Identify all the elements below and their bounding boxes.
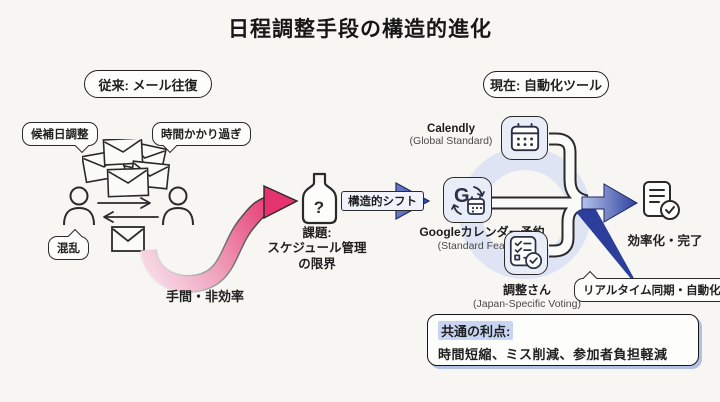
problem-line3: の限界: [298, 256, 336, 271]
tool-calendly-name: Calendly: [427, 123, 475, 135]
tool-chousei-sub: (Japan-Specific Voting): [473, 298, 581, 310]
flask-icon: ?: [301, 172, 338, 225]
realtime-pointer: [576, 206, 641, 291]
legacy-header-pill: 従来: メール往復: [84, 70, 212, 98]
tool-calendly-label: Calendly (Global Standard): [405, 123, 497, 147]
benefits-heading: 共通の利点:: [438, 321, 514, 340]
calendar-icon: [510, 122, 539, 152]
tool-chousei-label: 調整さん (Japan-Specific Voting): [472, 281, 582, 310]
tool-calendly-box: [501, 116, 548, 160]
tool-calendly-sub: (Global Standard): [409, 135, 493, 147]
bubble-tail: [67, 228, 83, 244]
modern-header-label: 現在: 自動化ツール: [490, 78, 602, 93]
person-icon: [162, 186, 194, 226]
result-label: 効率化・完了: [627, 234, 703, 248]
google-calendar-icon: G: [450, 185, 485, 215]
merge-flow: [492, 132, 641, 291]
structural-shift-tag: 構造的シフト: [341, 191, 424, 211]
google-letter: G: [454, 185, 470, 207]
problem-line2: スケジュール管理: [267, 241, 367, 256]
document-check-icon: [643, 181, 680, 220]
tool-chousei-box: [504, 231, 548, 275]
bubble-confusion-label: 混乱: [57, 243, 80, 255]
benefits-text: 時間短縮、ミス削減、参加者負担軽減: [438, 347, 668, 362]
envelope-pile-icon: [82, 139, 171, 198]
legacy-to-problem-arrow: [139, 184, 299, 293]
person-icon: [63, 186, 95, 226]
page-title: 日程調整手段の構造的進化: [228, 18, 492, 41]
bubble-realtime: リアルタイム同期・自動化: [574, 270, 720, 302]
exchange-arrows-icon: [97, 197, 159, 223]
flask-question-mark: ?: [314, 198, 324, 217]
tool-chousei-name: 調整さん: [502, 283, 551, 297]
envelope-icon: [111, 226, 145, 252]
bubble-realtime-label: リアルタイム同期・自動化: [583, 285, 720, 297]
legacy-caption: 手間・非効率: [165, 289, 244, 304]
bubble-too-slow-label: 時間かかり過ぎ: [161, 129, 242, 141]
bubble-too-slow: 時間かかり過ぎ: [152, 122, 251, 154]
bubble-candidate-dates: 候補日調整: [22, 122, 98, 154]
modern-header-pill: 現在: 自動化ツール: [483, 71, 609, 98]
problem-label: 課題: スケジュール管理 の限界: [253, 226, 381, 272]
legacy-header-label: 従来: メール往復: [98, 77, 198, 93]
bubble-candidate-label: 候補日調整: [31, 129, 89, 141]
bubble-confusion: 混乱: [48, 228, 89, 260]
checklist-icon: [509, 235, 543, 270]
problem-line1: 課題:: [302, 226, 332, 240]
tool-google-box: G: [443, 177, 492, 223]
benefits-box: 共通の利点: 時間短縮、ミス削減、参加者負担軽減: [427, 314, 699, 366]
